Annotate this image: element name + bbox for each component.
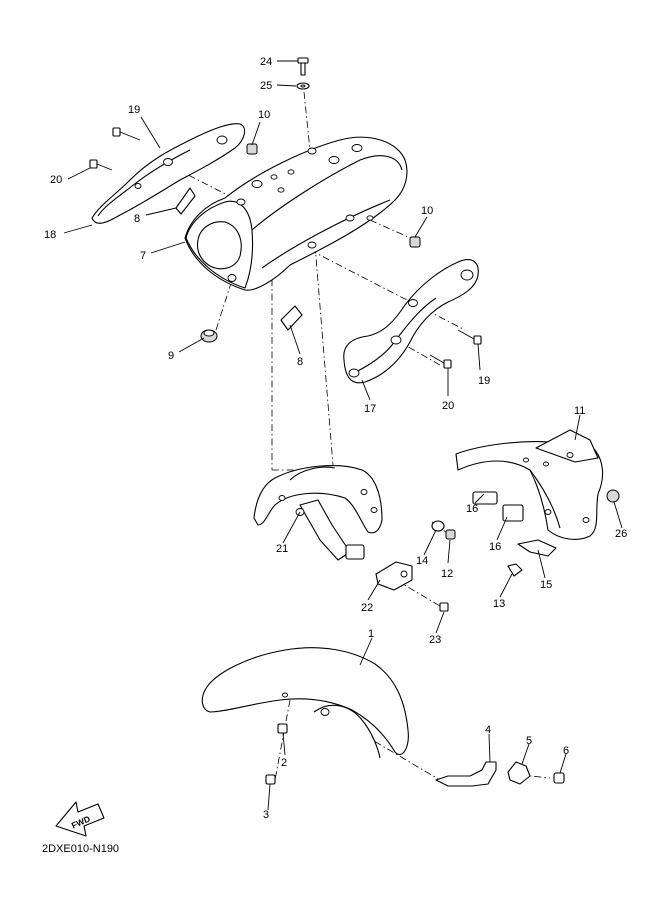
callout-13: 13 [493, 598, 505, 610]
callout-19-left: 19 [128, 104, 140, 116]
callout-20-right: 20 [442, 400, 454, 412]
washer-25 [296, 82, 310, 90]
callout-6: 6 [563, 745, 569, 757]
bolt-19-left [112, 127, 141, 141]
callout-9: 9 [168, 350, 174, 362]
rear-fender [184, 136, 408, 291]
callout-numbers: 24 25 19 10 20 8 18 7 10 9 8 19 17 20 11… [44, 56, 627, 821]
callout-15: 15 [540, 579, 552, 591]
bolt-19-right [457, 329, 482, 345]
fwd-arrow-icon: FWD [55, 801, 105, 837]
callout-14: 14 [416, 555, 428, 567]
callout-18: 18 [44, 229, 56, 241]
callout-4: 4 [485, 724, 491, 736]
grommet-9 [200, 329, 218, 343]
callout-8-upper: 8 [134, 213, 140, 225]
bolt-24 [297, 57, 309, 76]
bolt-20-left [89, 159, 113, 171]
callout-10-upper: 10 [258, 109, 270, 121]
clip-16-left [472, 491, 498, 505]
bracket-22 [375, 561, 413, 591]
grommet-26 [606, 489, 620, 503]
callout-1: 1 [368, 628, 374, 640]
callout-24: 24 [260, 56, 272, 68]
callout-11: 11 [574, 405, 585, 417]
fender-stay-left [91, 123, 246, 224]
fender-stay-right [343, 259, 479, 384]
diagram-reference-code: 2DXE010-N190 [42, 843, 119, 855]
bolt-6 [553, 772, 565, 784]
label-sticker-upper [175, 187, 196, 215]
callout-25: 25 [260, 80, 272, 92]
callout-16-right: 16 [489, 541, 501, 553]
bolt-23 [439, 602, 449, 612]
leader-lines [63, 60, 623, 811]
callout-19-right: 19 [478, 375, 490, 387]
callout-22: 22 [361, 602, 373, 614]
clip-15 [517, 539, 557, 557]
bolt-20-right [429, 354, 452, 369]
callout-7: 7 [140, 250, 146, 262]
callout-21: 21 [276, 543, 288, 555]
fender-inner-bracket [253, 465, 383, 561]
callout-10-right: 10 [421, 205, 433, 217]
callout-8-lower: 8 [297, 356, 303, 368]
bracket-4 [435, 761, 497, 787]
washer-14 [431, 520, 445, 532]
label-sticker-lower [280, 305, 303, 331]
callout-12: 12 [441, 568, 453, 580]
grommet-10-upper [246, 143, 258, 155]
nut-13 [507, 563, 523, 577]
callout-17: 17 [364, 403, 376, 415]
bolt-12 [445, 529, 456, 540]
callout-20-left: 20 [50, 174, 62, 186]
callout-26: 26 [615, 528, 627, 540]
bolt-3 [265, 774, 276, 785]
callout-23: 23 [429, 634, 441, 646]
callout-3: 3 [263, 809, 269, 821]
callout-5: 5 [526, 735, 532, 747]
bolt-2 [277, 723, 288, 734]
bracket-5 [507, 761, 531, 785]
callout-16-left: 16 [466, 503, 478, 515]
front-fender [201, 647, 409, 759]
rear-inner-fender [455, 429, 604, 540]
grommet-10-right [409, 236, 421, 248]
clip-16-right [502, 504, 524, 522]
callout-2: 2 [281, 757, 287, 769]
